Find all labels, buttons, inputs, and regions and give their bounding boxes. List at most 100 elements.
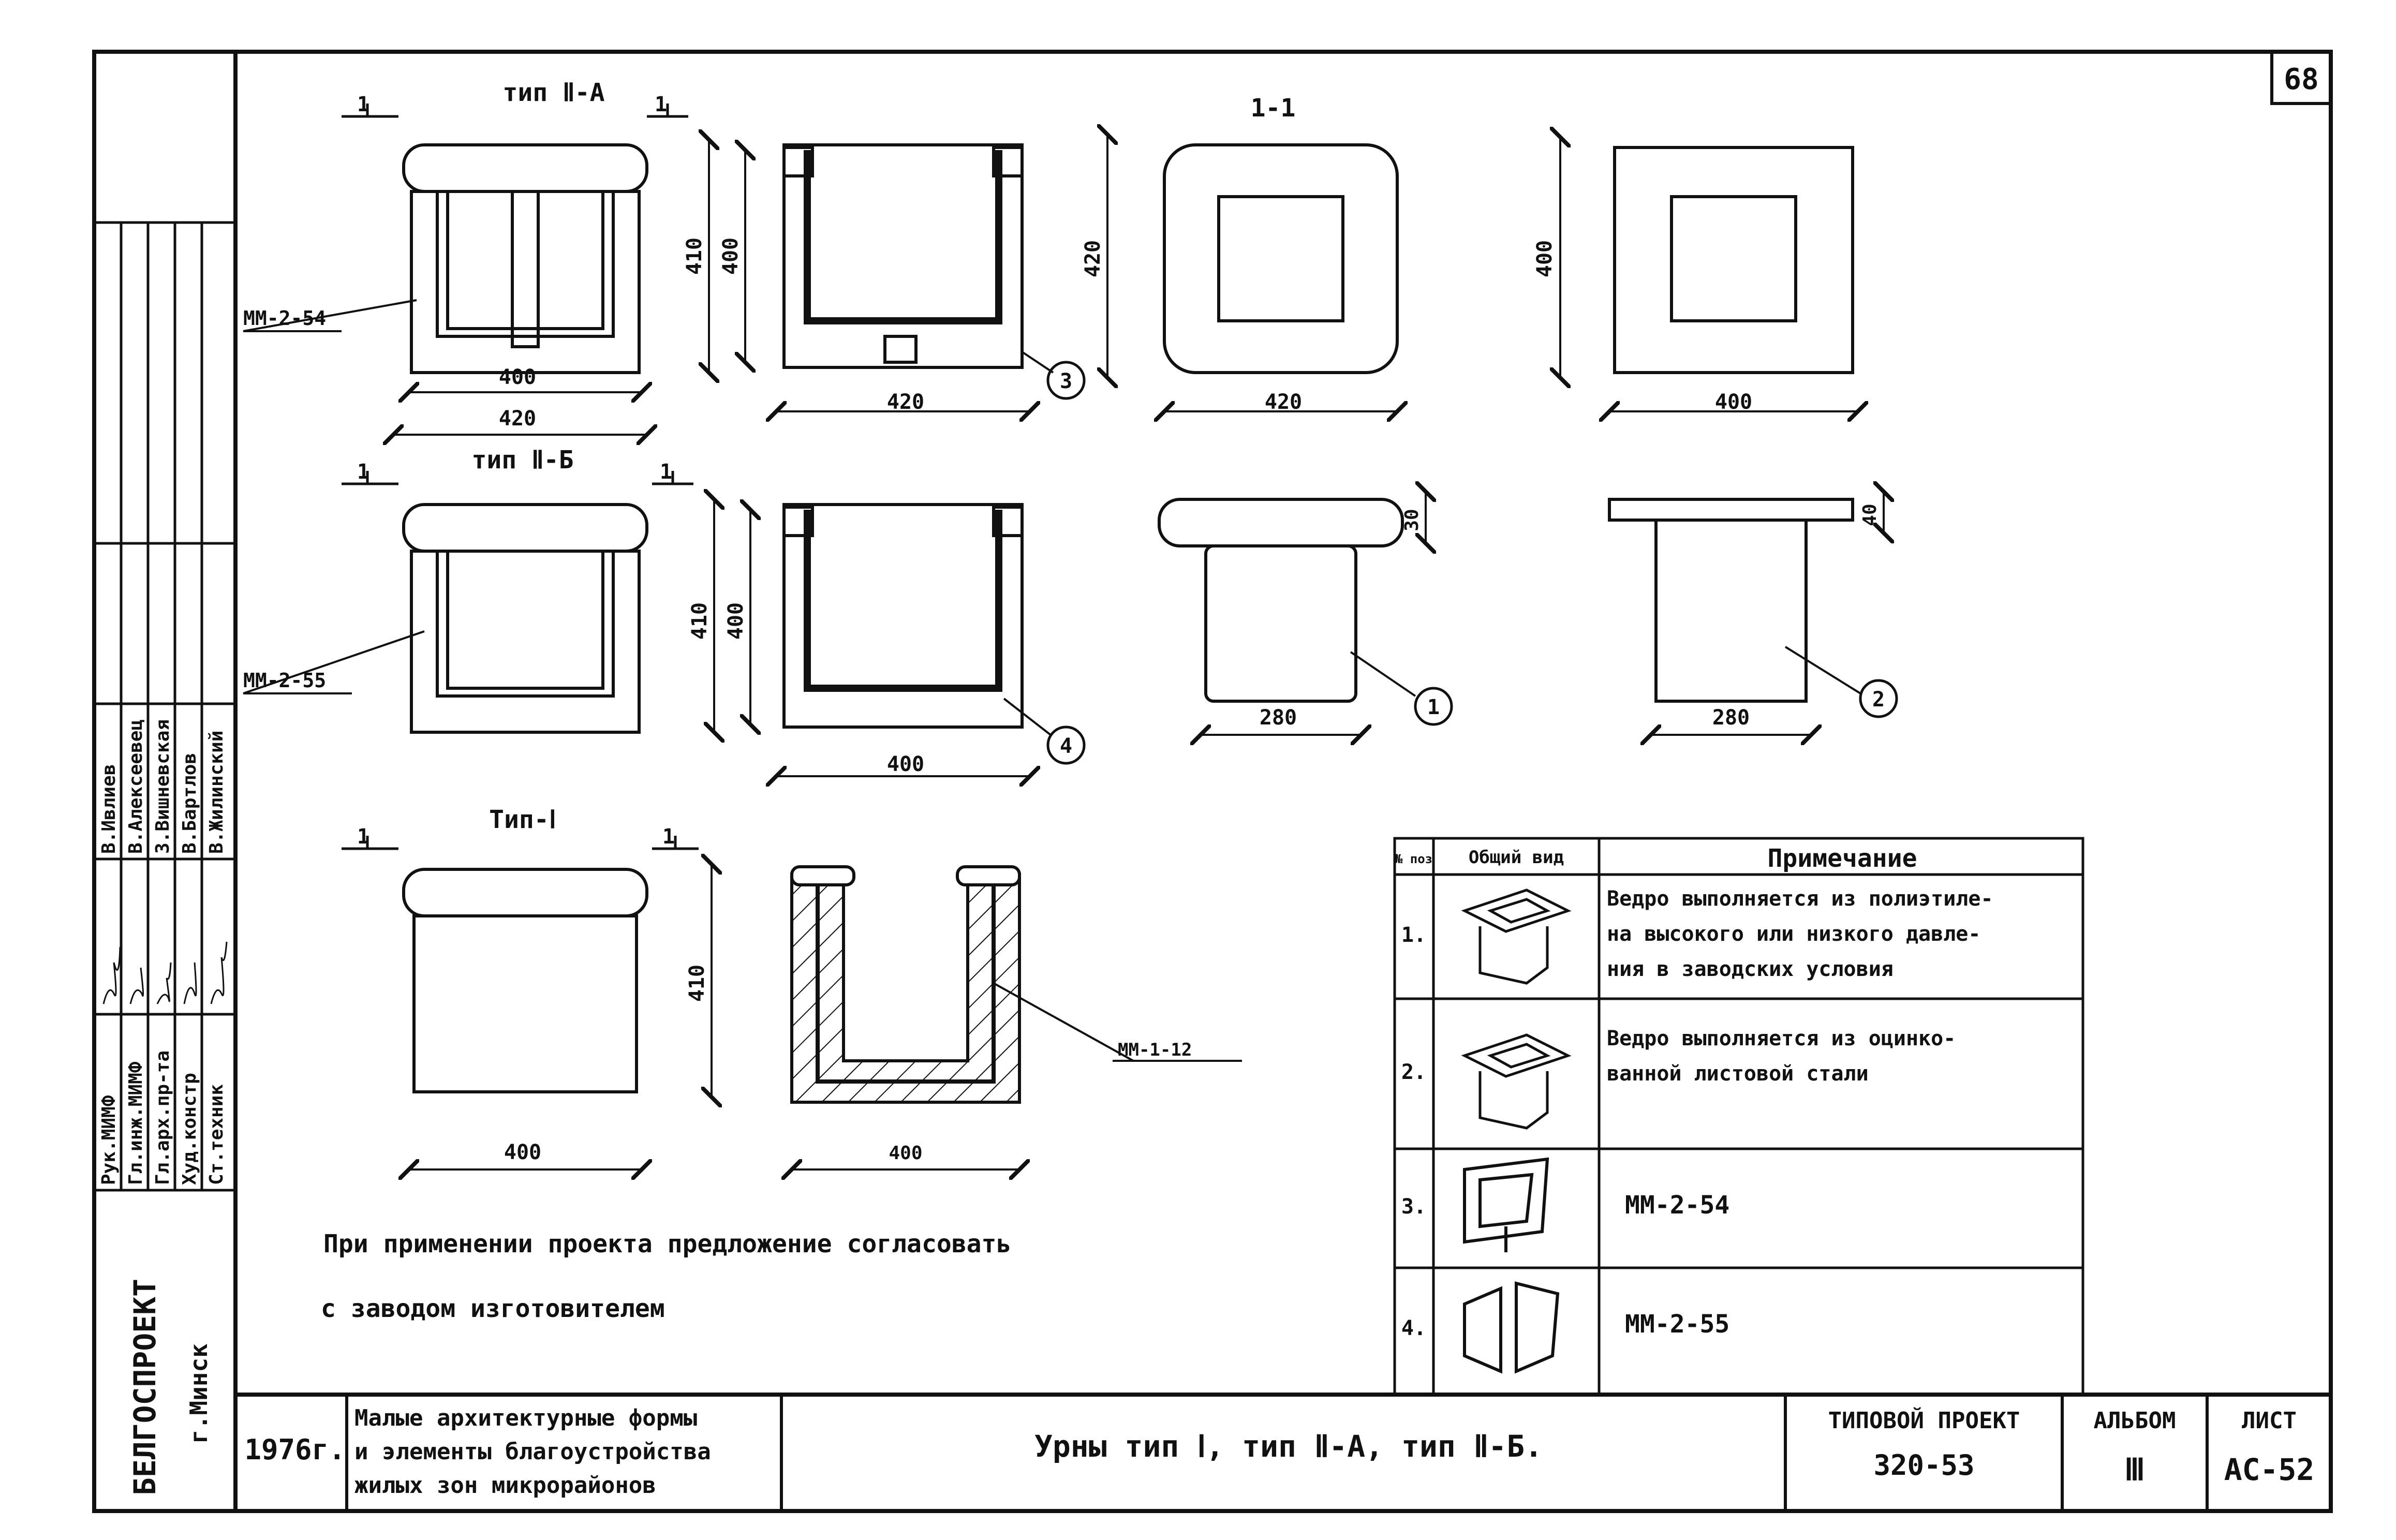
note-line-2: с заводом изготовителем: [321, 1294, 665, 1323]
col-view-header: Общий вид: [1469, 847, 1564, 868]
callout-4: [1046, 725, 1086, 765]
dim-type1: [409, 864, 1019, 1169]
col-note-header: Примечание: [1768, 844, 1917, 873]
dim-text: 400: [499, 365, 536, 389]
type-2b-front: [402, 503, 648, 734]
row-pos: 2.: [1401, 1060, 1426, 1084]
frame-mm255-sketch: [1463, 1281, 1560, 1374]
callout-1: [1414, 687, 1453, 726]
tb-desc-line: и элементы благоустройства: [354, 1439, 711, 1465]
label-mm254: ММ-2-54: [243, 307, 326, 330]
section-2a: [782, 143, 1024, 369]
row-pos: 1.: [1401, 923, 1426, 947]
row-pos: 3.: [1401, 1195, 1426, 1219]
dim-text: 400: [1715, 390, 1752, 414]
cut-marks-2a: [342, 103, 688, 118]
callout-text: 4: [1060, 734, 1072, 758]
cut-mark-label: 1: [660, 460, 672, 484]
cut-marks-2b: [342, 471, 693, 485]
section-type1: [790, 865, 1021, 1104]
callout-text: 1: [1427, 695, 1440, 719]
tb-album-label: АЛЬБОМ: [2094, 1408, 2176, 1434]
sheet-number-box: 68: [2270, 50, 2332, 105]
title-block: [345, 1395, 2209, 1511]
dim-text: 400: [1533, 240, 1557, 277]
tb-album-value: Ⅲ: [2124, 1452, 2145, 1487]
tb-sheet-label: ЛИСТ: [2242, 1408, 2297, 1434]
tb-desc-line: Малые архитектурные формы: [354, 1405, 697, 1431]
dim-text: 410: [683, 238, 706, 275]
cut-mark-label: 1: [357, 825, 369, 849]
dim-text: 400: [724, 602, 748, 640]
bucket-2: [1608, 498, 1854, 703]
org-name: БЕЛГОСПРОЕКТ: [127, 1279, 162, 1495]
bucket-1-sketch: [1461, 889, 1572, 985]
label-mm112: ММ-1-12: [1118, 1040, 1192, 1060]
type-2b-title: тип Ⅱ-Б: [471, 446, 573, 475]
tb-project-label: ТИПОВОЙ ПРОЕКТ: [1828, 1406, 2020, 1434]
row-note-line: ванной листовой стали: [1607, 1062, 1869, 1086]
cut-mark-label: 1: [662, 825, 675, 849]
dim-text: 410: [688, 602, 712, 640]
dim-sec2b-410: [714, 499, 1030, 776]
dim-text: 30: [1401, 509, 1423, 531]
dim-text: 400: [719, 238, 743, 275]
callout-2: [1859, 679, 1898, 718]
plan-400: [1613, 146, 1854, 374]
label-mm255: ММ-2-55: [243, 669, 326, 692]
city-name: г.Минск: [185, 1343, 213, 1444]
dim-text: 410: [685, 965, 709, 1002]
frame-mm254-sketch: [1463, 1157, 1549, 1252]
dim-plan-420: [1107, 135, 1397, 411]
name-label: В.Ивлиев: [98, 764, 120, 854]
dim-text: 40: [1859, 504, 1881, 526]
leader-mm112: [993, 982, 1134, 1062]
name-label: В.Бартлов: [179, 753, 200, 854]
col-pos-header: № поз: [1395, 852, 1432, 866]
leader-mm254: [243, 299, 417, 332]
dim-text: 400: [504, 1141, 541, 1164]
row-note-line: ММ-2-55: [1625, 1310, 1729, 1339]
row-note-line: ММ-2-54: [1625, 1191, 1729, 1220]
role-label: Гл.инж.МИМФ: [125, 1061, 146, 1185]
tb-sheet-value: АС-52: [2224, 1452, 2315, 1487]
name-label: В.Алексеевец: [125, 719, 146, 854]
sheet-frame: [92, 50, 2333, 1513]
role-label: Худ.констр: [179, 1073, 200, 1185]
cut-marks-1: [342, 836, 699, 850]
type-2a-front: [402, 143, 648, 374]
cut-mark-label: 1: [655, 93, 667, 116]
callout-text: 3: [1060, 369, 1072, 393]
dim-text: 420: [1081, 240, 1105, 277]
left-stamp: [94, 221, 235, 1192]
tb-project-value: 320-53: [1873, 1449, 1974, 1482]
dim-text: 420: [1265, 390, 1302, 414]
dim-text: 280: [1712, 706, 1750, 730]
bucket-2-sketch: [1461, 1033, 1572, 1130]
name-label: З.Вишневская: [152, 719, 173, 854]
section-1-1-title: 1-1: [1251, 94, 1296, 123]
row-note-line: на высокого или низкого давле-: [1607, 922, 1980, 946]
dim-plan-400: [1560, 137, 1858, 411]
cut-mark-label: 1: [357, 93, 369, 116]
plan-1-1: [1163, 143, 1399, 374]
bucket-1: [1158, 498, 1404, 703]
dim-text: 280: [1260, 706, 1297, 730]
row-pos: 4.: [1401, 1316, 1426, 1340]
cut-mark-label: 1: [357, 460, 369, 484]
row-note-line: Ведро выполняется из оцинко-: [1607, 1027, 1956, 1050]
tb-title: Урны тип Ⅰ, тип Ⅱ-А, тип Ⅱ-Б.: [1034, 1429, 1543, 1464]
type-1-title: Тип-Ⅰ: [489, 805, 556, 834]
spec-table: [1393, 837, 2084, 1396]
dim-text: 420: [499, 407, 536, 431]
dim-text: 420: [887, 390, 924, 414]
tb-year: 1976г.: [244, 1433, 345, 1466]
sheet-number: 68: [2284, 63, 2318, 96]
tb-desc-line: жилых зон микрорайонов: [354, 1472, 656, 1499]
role-label: Ст.техник: [206, 1084, 227, 1185]
section-2b: [782, 503, 1024, 729]
type-1-front: [402, 868, 648, 1093]
dim-bucket2: [1651, 492, 1884, 735]
note-line-1: При применении проекта предложение согла…: [323, 1230, 1011, 1258]
